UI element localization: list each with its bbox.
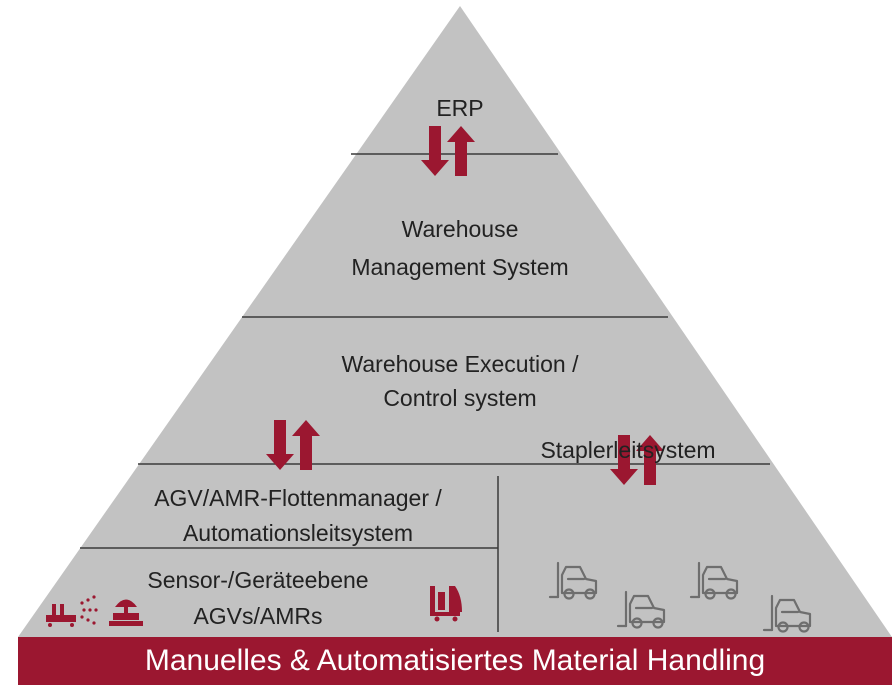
pyramid [18,6,892,637]
level-wes-label-line1: Warehouse Execution / [341,351,579,377]
level-sensor-label-line1: Sensor-/Geräteebene [147,567,369,593]
level-erp-label: ERP [436,95,484,121]
forklift-robot-icon [430,586,462,622]
level-fleet-label-line2: Automationsleitsystem [182,520,414,546]
level-stapler-label: Staplerleitsystem [540,437,716,463]
level-wms-label-line2: Management System [351,254,569,280]
level-wes-label-line2: Control system [383,385,537,411]
footer-label: Manuelles & Automatisiertes Material Han… [144,644,766,677]
footer-bar [18,637,892,685]
level-fleet-label-line1: AGV/AMR-Flottenmanager / [154,485,442,511]
level-sensor-label-line2: AGVs/AMRs [193,603,323,629]
agv-scanner-icon [46,595,98,627]
robot-icon [109,599,143,626]
level-wms-label-line1: Warehouse [401,216,519,242]
